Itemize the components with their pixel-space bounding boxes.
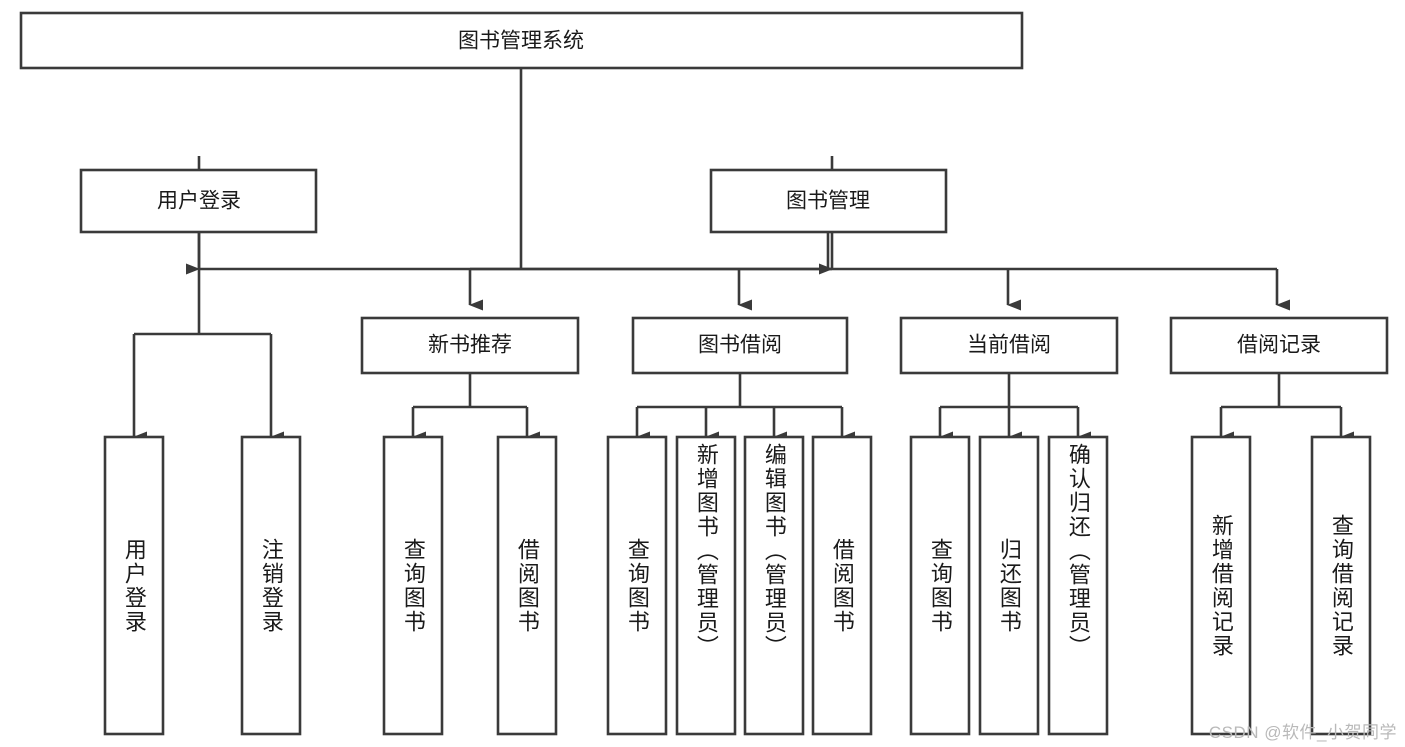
watermark: CSDN @软件_小贺同学 <box>1208 723 1397 742</box>
node-current-borrow-label: 当前借阅 <box>967 334 1051 357</box>
node-current-borrow[interactable]: 当前借阅 <box>899 316 1119 375</box>
leaf-box-edit-book-admin[interactable] <box>743 435 805 736</box>
leaf-box-return-book[interactable] <box>978 435 1040 736</box>
node-user-login-box <box>79 168 318 234</box>
node-new-book-recommend-box <box>360 316 580 375</box>
node-book-borrow[interactable]: 图书借阅 <box>631 316 849 375</box>
node-root-box <box>19 11 1024 70</box>
leaf-box-add-book-admin[interactable] <box>675 435 737 736</box>
node-root[interactable]: 图书管理系统 <box>19 11 1024 70</box>
node-root-label: 图书管理系统 <box>458 30 584 53</box>
node-book-borrow-box <box>631 316 849 375</box>
leaf-box-query-book-borrow[interactable] <box>606 435 668 736</box>
node-borrow-records-label: 借阅记录 <box>1237 334 1321 357</box>
leaf-box-borrow-book[interactable] <box>811 435 873 736</box>
node-borrow-records-box <box>1169 316 1389 375</box>
leaf-box-query-book-newbook[interactable] <box>382 435 444 736</box>
connector-newbook-to-leaves <box>411 373 540 443</box>
leaf-box-user-login[interactable] <box>103 435 165 736</box>
connector-root-to-level2 <box>199 68 832 271</box>
leaf-box-add-borrow-record[interactable] <box>1190 435 1252 736</box>
node-new-book-recommend-label: 新书推荐 <box>428 334 512 357</box>
connector-currentborrow-to-leaves <box>938 373 1091 443</box>
node-borrow-records[interactable]: 借阅记录 <box>1169 316 1389 375</box>
node-user-login-label: 用户登录 <box>157 190 241 213</box>
leaf-box-borrow-book-newbook[interactable] <box>496 435 558 736</box>
leaf-box-query-borrow-record[interactable] <box>1310 435 1372 736</box>
node-book-borrow-label: 图书借阅 <box>698 334 782 357</box>
node-user-login[interactable]: 用户登录 <box>79 168 318 234</box>
connector-userlogin-to-leaves <box>132 232 284 443</box>
node-new-book-recommend[interactable]: 新书推荐 <box>360 316 580 375</box>
connector-bookborrow-to-leaves <box>635 373 855 443</box>
leaf-box-confirm-return-admin[interactable] <box>1047 435 1109 736</box>
node-book-manage-box <box>709 168 948 234</box>
connector-borrowrecords-to-leaves <box>1219 373 1354 443</box>
connector-bookmanage-to-level3 <box>468 232 1290 311</box>
node-book-manage[interactable]: 图书管理 <box>709 168 948 234</box>
node-book-manage-label: 图书管理 <box>786 190 870 213</box>
node-current-borrow-box <box>899 316 1119 375</box>
leaf-box-logout[interactable] <box>240 435 302 736</box>
leaf-box-query-book-current[interactable] <box>909 435 971 736</box>
